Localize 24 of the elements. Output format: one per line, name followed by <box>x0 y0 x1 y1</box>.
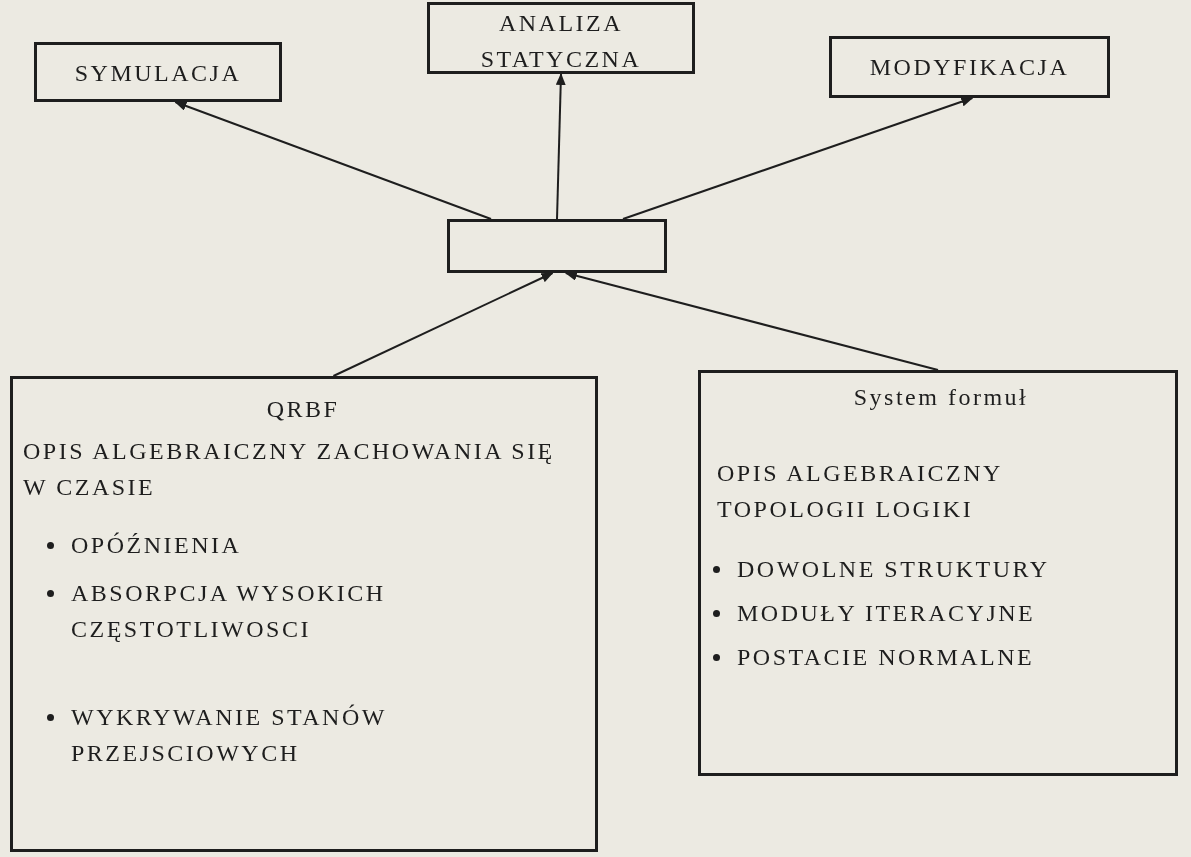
arrow <box>564 270 939 371</box>
list-item: DOWOLNE STRUKTURY <box>737 555 1051 584</box>
heading-text: QRBF <box>265 395 341 424</box>
list-item: WYKRYWANIE STANÓW PRZEJSCIOWYCH <box>71 703 388 768</box>
description-text: OPIS ALGEBRAICZNY ZACHOWANIA SIĘ W CZASIE <box>23 437 556 502</box>
description-box <box>698 370 1178 776</box>
list-item: MODUŁY ITERACYJNE <box>737 599 1037 628</box>
description-box <box>10 376 598 852</box>
list-item: ABSORPCJA WYSOKICH CZĘSTOTLIWOSCI <box>71 579 387 644</box>
arrow <box>174 101 492 220</box>
process-box <box>829 36 1110 98</box>
list-item: OPÓŹNIENIA <box>71 531 243 560</box>
arrow <box>622 96 974 220</box>
arrow <box>332 272 554 377</box>
box-label: ANALIZA STATYCZNA <box>479 9 643 74</box>
heading-text: System formuł <box>852 383 1030 412</box>
description-text: OPIS ALGEBRAICZNY TOPOLOGII LOGIKI <box>717 459 1003 524</box>
process-box <box>447 219 667 273</box>
list-item: POSTACIE NORMALNE <box>737 643 1036 672</box>
box-label: SYMULACJA <box>73 59 243 88</box>
process-box <box>34 42 282 102</box>
process-box <box>427 2 695 74</box>
box-label: MODYFIKACJA <box>868 53 1071 82</box>
arrow <box>555 73 566 220</box>
